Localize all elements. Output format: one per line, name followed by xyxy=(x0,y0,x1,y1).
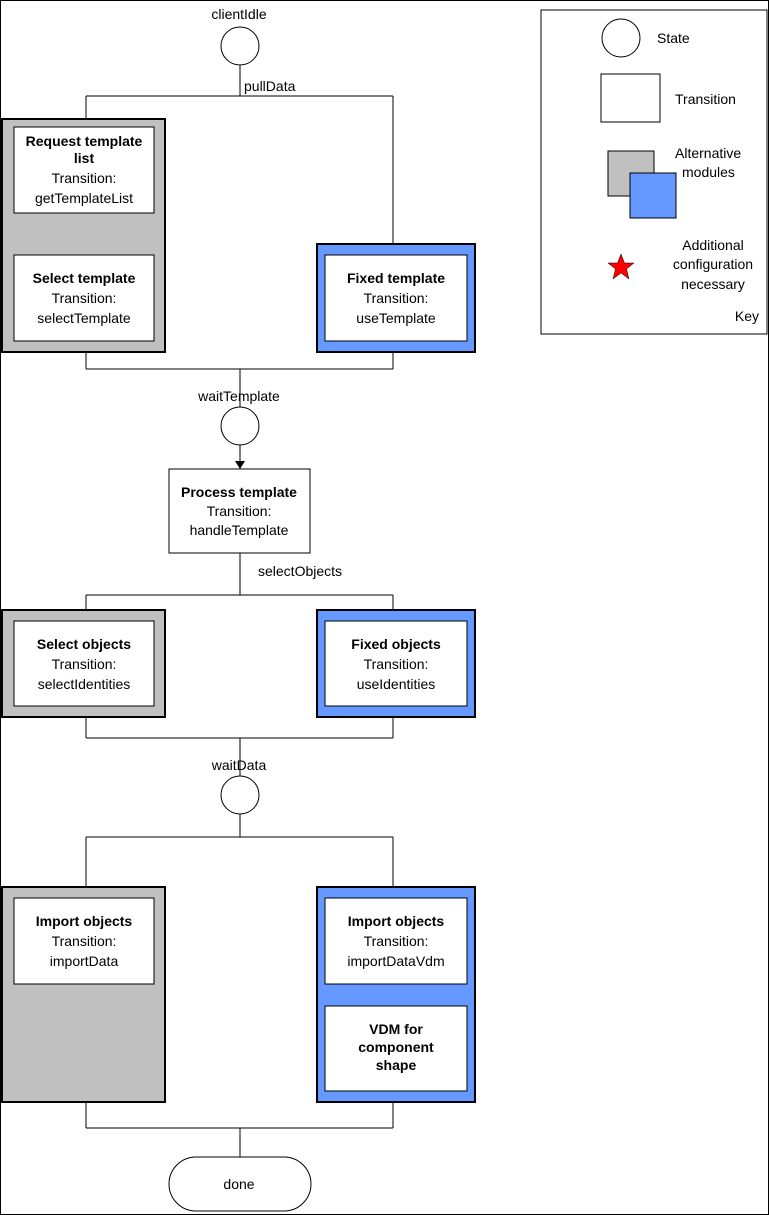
transition-vdm-component-shape xyxy=(324,1005,468,1092)
key-transition-label: Transition xyxy=(675,91,736,107)
transition-import-objects-vdm xyxy=(324,897,468,985)
state-label-wait-template: waitTemplate xyxy=(197,388,280,404)
key-alt-blue-symbol xyxy=(629,172,677,219)
import-objects-sub2: importData xyxy=(50,953,119,969)
select-objects-sub2: selectIdentities xyxy=(38,676,131,692)
fixed-template-title: Fixed template xyxy=(347,270,445,286)
process-template-sub2: handleTemplate xyxy=(190,522,289,538)
select-objects-sub1: Transition: xyxy=(52,656,117,672)
transition-request-template-list xyxy=(13,126,155,214)
fixed-objects-title: Fixed objects xyxy=(351,636,441,652)
transition-fixed-objects xyxy=(324,620,468,707)
vdm-line1: VDM for xyxy=(369,1021,423,1037)
arrowhead xyxy=(235,461,245,469)
request-template-sub2: getTemplateList xyxy=(35,190,133,206)
state-label-wait-data: waitData xyxy=(211,757,267,773)
star-icon xyxy=(607,253,635,280)
key-alternative-line1: Alternative xyxy=(675,145,741,161)
import-objects-sub1: Transition: xyxy=(52,933,117,949)
import-objects-vdm-title: Import objects xyxy=(348,913,445,929)
state-client-idle xyxy=(220,26,260,66)
select-objects-title: Select objects xyxy=(37,636,131,652)
transition-fixed-template xyxy=(324,254,468,342)
key-state-label: State xyxy=(657,30,690,46)
request-template-title-line1: Request template xyxy=(26,133,143,149)
fixed-objects-sub2: useIdentities xyxy=(357,676,436,692)
import-objects-vdm-sub2: importDataVdm xyxy=(347,953,444,969)
select-template-sub1: Transition: xyxy=(52,290,117,306)
key-alternative-line2: modules xyxy=(682,164,735,180)
fixed-template-sub2: useTemplate xyxy=(356,310,436,326)
fixed-objects-sub1: Transition: xyxy=(364,656,429,672)
vdm-line3: shape xyxy=(376,1057,417,1073)
vdm-line2: component xyxy=(358,1039,434,1055)
import-objects-title: Import objects xyxy=(36,913,133,929)
state-label-done: done xyxy=(223,1176,254,1192)
key-state-symbol xyxy=(601,18,641,58)
select-template-title: Select template xyxy=(33,270,136,286)
process-template-title: Process template xyxy=(181,484,297,500)
request-template-sub1: Transition: xyxy=(52,170,117,186)
state-done xyxy=(168,1156,312,1212)
transition-import-objects xyxy=(13,897,155,985)
fixed-template-sub1: Transition: xyxy=(364,290,429,306)
transition-process-template xyxy=(168,468,311,554)
transition-label-pull-data: pullData xyxy=(244,78,296,94)
state-wait-data xyxy=(220,775,260,815)
key-title: Key xyxy=(735,308,759,324)
process-template-sub1: Transition: xyxy=(207,503,272,519)
transition-select-template xyxy=(13,254,155,342)
state-label-client-idle: clientIdle xyxy=(211,6,266,22)
select-template-sub2: selectTemplate xyxy=(37,310,131,326)
transition-label-select-objects: selectObjects xyxy=(258,563,342,579)
transition-select-objects xyxy=(13,620,155,707)
key-additional-line3: necessary xyxy=(681,276,745,292)
request-template-title-line2: list xyxy=(74,150,95,166)
key-transition-symbol xyxy=(600,73,661,123)
state-wait-template xyxy=(220,406,260,446)
import-objects-vdm-sub1: Transition: xyxy=(364,933,429,949)
key-additional-line1: Additional xyxy=(682,237,744,253)
key-additional-line2: configuration xyxy=(673,256,753,272)
